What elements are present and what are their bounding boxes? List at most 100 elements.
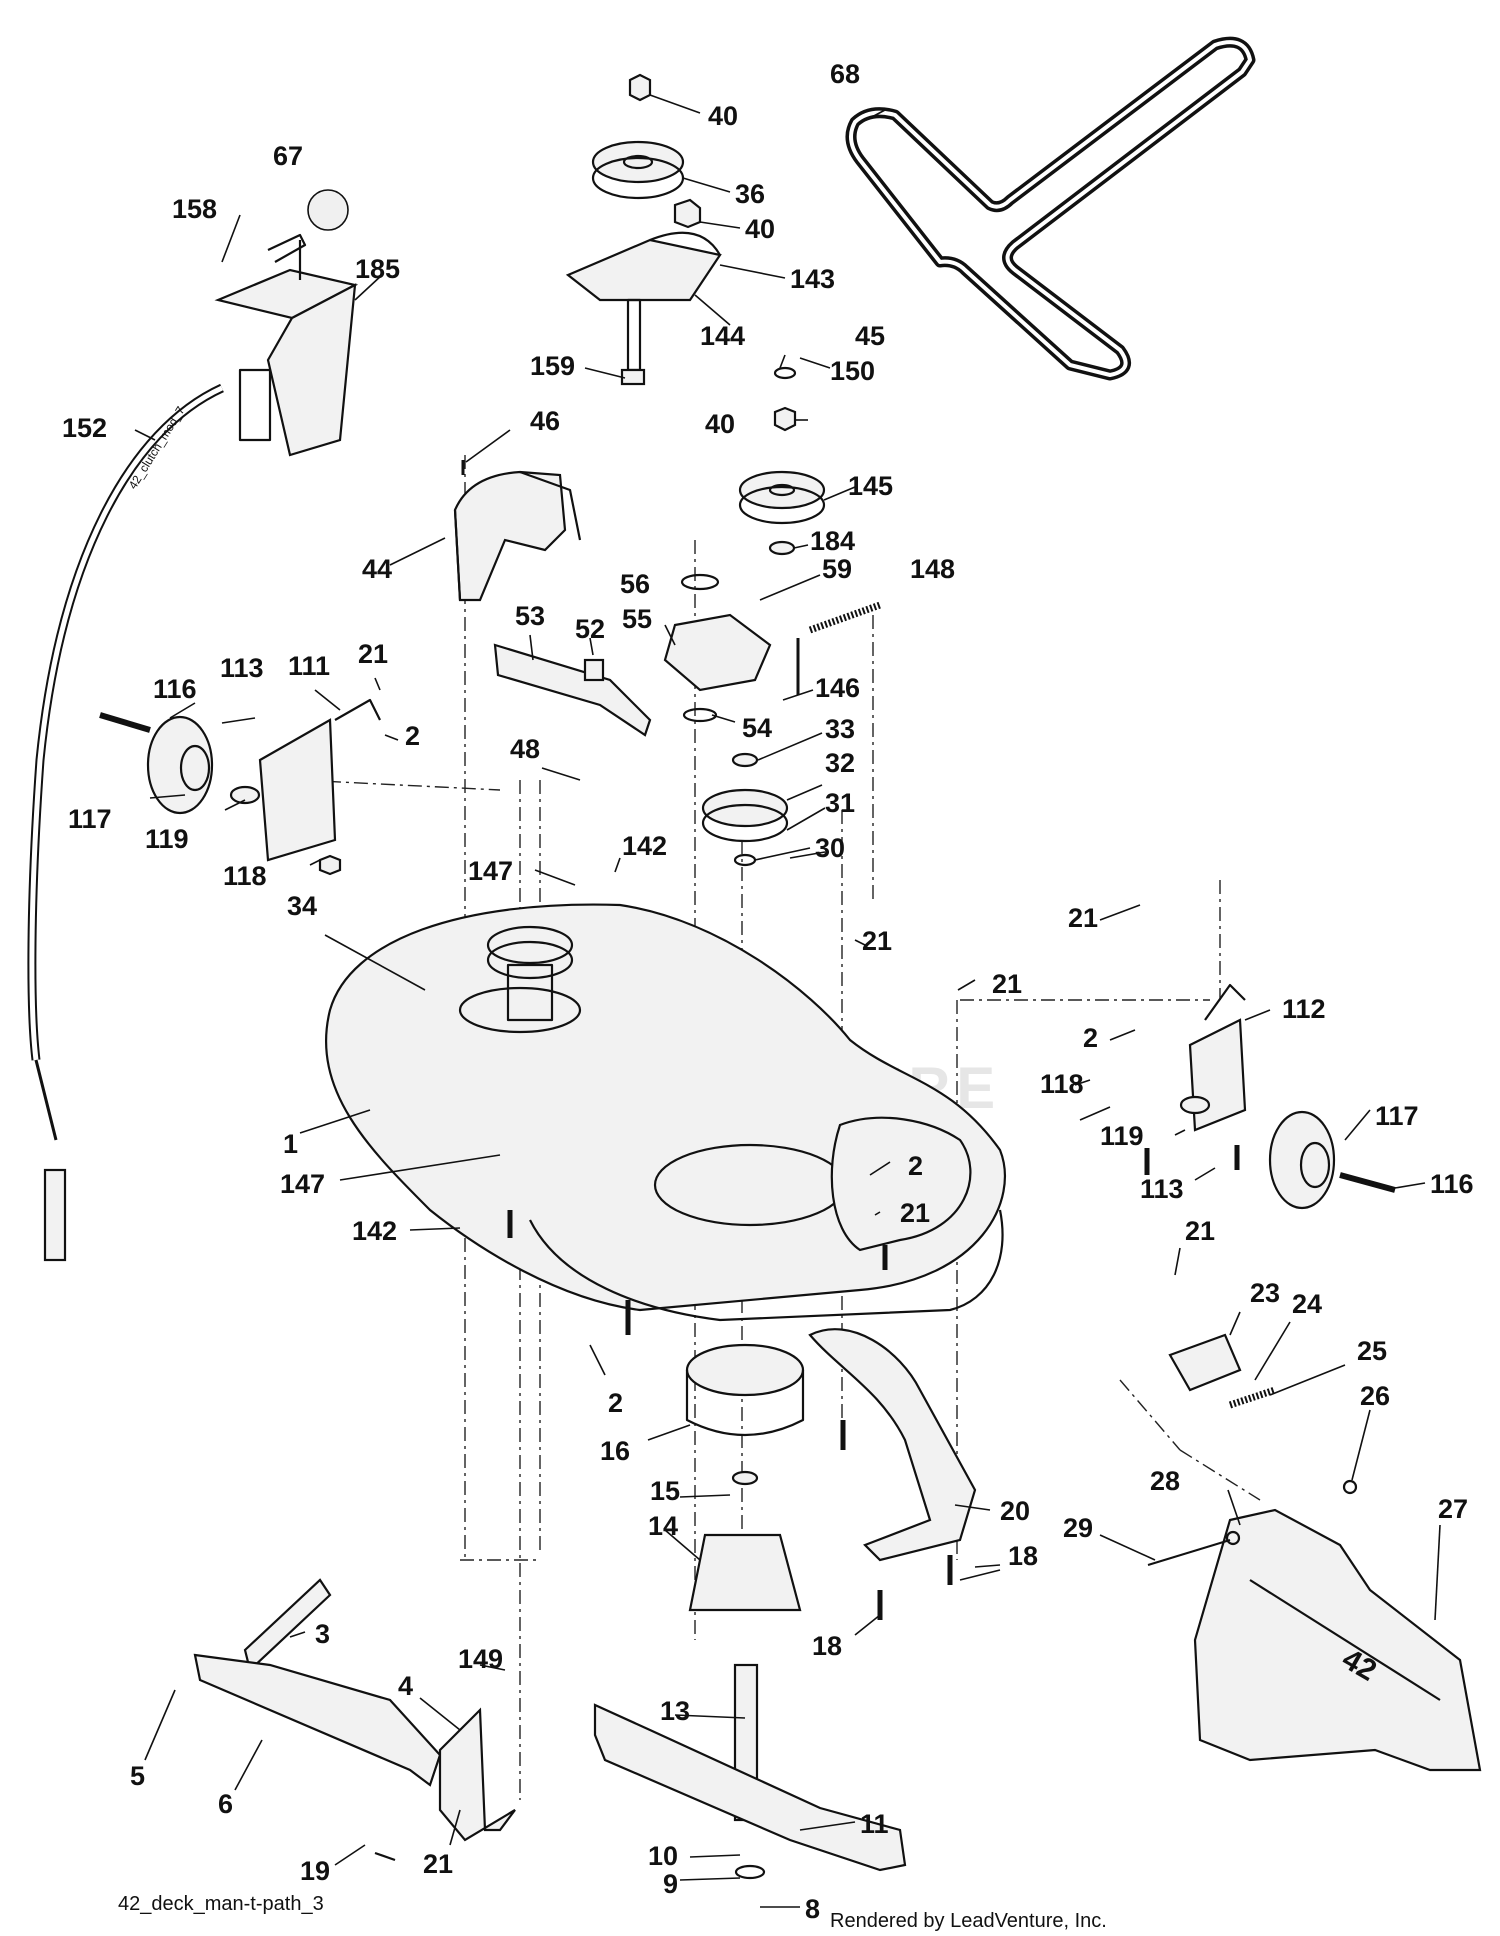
callout-185: 185 [355,254,400,284]
lift-links [193,1578,516,1862]
callout-21: 21 [1068,903,1098,933]
callout-3: 3 [315,1619,330,1649]
spring-148 [808,601,882,634]
callout-33: 33 [825,714,855,744]
right-gauge-wheel [1179,983,1396,1210]
callout-40: 40 [745,214,775,244]
callout-56: 56 [620,569,650,599]
callout-52: 52 [575,614,605,644]
callout-13: 13 [660,1696,690,1726]
callout-11: 11 [860,1809,889,1839]
center-pulley [701,638,800,867]
callout-9: 9 [663,1869,678,1899]
callout-5: 5 [130,1761,145,1791]
left-gauge-wheel [99,698,381,876]
cable-tag-text: 42_clutch_mod_7 [126,404,188,492]
callout-21: 21 [423,1849,453,1879]
callout-21: 21 [900,1198,930,1228]
callout-147: 147 [468,856,513,886]
callout-10: 10 [648,1841,678,1871]
callout-21: 21 [992,969,1022,999]
callout-152: 152 [62,413,107,443]
callout-2: 2 [405,721,420,751]
callout-44: 44 [362,554,392,584]
callout-34: 34 [287,891,317,921]
callout-116: 116 [1430,1169,1474,1199]
callout-119: 119 [1100,1121,1144,1151]
callout-116: 116 [153,674,197,704]
callout-59: 59 [822,554,852,584]
callout-20: 20 [1000,1496,1030,1526]
deck-spindle-pulley [486,925,574,1022]
callout-36: 36 [735,179,765,209]
callout-48: 48 [510,734,540,764]
diagram-id-label: 42_deck_man-t-path_3 [118,1893,324,1915]
callout-68: 68 [830,59,860,89]
callout-14: 14 [648,1511,678,1541]
callout-21: 21 [1185,1216,1215,1246]
callout-158: 158 [172,194,217,224]
callout-27: 27 [1438,1494,1468,1524]
callout-21: 21 [862,926,892,956]
callout-32: 32 [825,748,855,778]
callout-40: 40 [705,409,735,439]
callout-147: 147 [280,1169,325,1199]
plate-55 [663,573,772,723]
knob-ball [307,189,349,231]
callout-labels: 40 36 40 143 144 159 68 67 158 185 152 4… [62,59,1474,1924]
callout-18: 18 [1008,1541,1038,1571]
callout-4: 4 [398,1671,413,1701]
callout-19: 19 [300,1856,330,1886]
callout-118: 118 [1040,1069,1084,1099]
callout-118: 118 [223,861,267,891]
callout-6: 6 [218,1789,233,1819]
spindle-assembly [685,1343,805,1822]
callout-113: 113 [1140,1174,1184,1204]
drive-belt [845,36,1256,381]
callout-142: 142 [352,1216,397,1246]
idler-bracket-53 [493,643,652,737]
callout-40: 40 [708,101,738,131]
idler-arm-bracket [565,198,722,386]
callout-18: 18 [812,1631,842,1661]
belt-guard [453,470,582,602]
callout-142: 142 [622,831,667,861]
callout-143: 143 [790,264,835,294]
callout-2: 2 [1083,1023,1098,1053]
callout-67: 67 [273,141,303,171]
callout-144: 144 [700,321,745,351]
callout-21: 21 [358,639,388,669]
callout-23: 23 [1250,1278,1280,1308]
callout-53: 53 [515,601,545,631]
idler-pulley-145 [738,366,826,556]
idler-pulley-36 [591,73,685,200]
baffle [808,1328,977,1562]
discharge-chute: 42 [1193,1508,1482,1772]
callout-148: 148 [910,554,955,584]
callout-150: 150 [830,356,875,386]
blade [593,1703,907,1880]
callout-55: 55 [622,604,652,634]
callout-28: 28 [1150,1466,1180,1496]
callout-45: 45 [855,321,885,351]
clutch-cable: 42_clutch_mod_7 [27,383,224,1262]
callout-184: 184 [810,526,855,556]
callout-149: 149 [458,1644,503,1674]
callout-15: 15 [650,1476,680,1506]
callout-30: 30 [815,833,845,863]
callout-145: 145 [848,471,893,501]
callout-111: 111 [288,651,330,681]
callout-25: 25 [1357,1336,1387,1366]
callout-16: 16 [600,1436,630,1466]
rendered-by-label: Rendered by LeadVenture, Inc. [830,1910,1107,1931]
mower-deck [324,903,1006,1322]
callout-113: 113 [220,653,264,683]
callout-117: 117 [68,804,112,834]
callout-119: 119 [145,824,189,854]
callout-54: 54 [742,713,772,743]
callout-112: 112 [1282,994,1326,1024]
callout-2: 2 [908,1151,923,1181]
clutch-bracket [214,233,359,457]
